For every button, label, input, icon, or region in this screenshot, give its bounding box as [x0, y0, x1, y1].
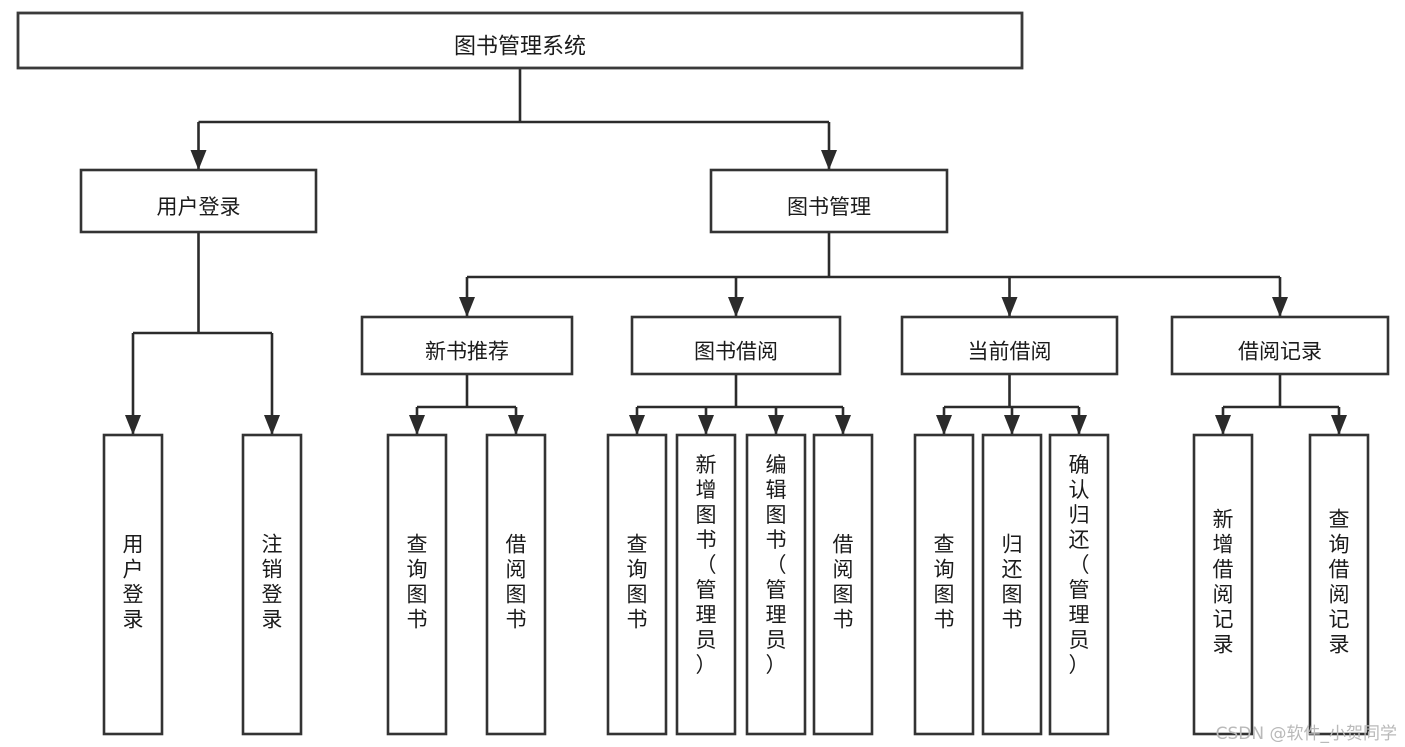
node-label-leaf-borrow-book-recommend: 借阅图书 [506, 533, 527, 632]
node-box-new-book-recommend [360, 315, 574, 376]
node-current-borrow[interactable]: 当前借阅 [900, 315, 1119, 376]
node-label-leaf-query-book-borrow: 查询图书 [627, 533, 648, 632]
node-label-leaf-add-book-admin: 新增图书（管理员） [696, 453, 717, 677]
node-label-leaf-logout-login: 注销登录 [262, 533, 283, 632]
node-box-leaf-borrow-book-recommend [485, 433, 547, 736]
connector-layer [125, 68, 1347, 435]
node-label-book-manage: 图书管理 [787, 195, 871, 219]
node-leaf-query-book-current[interactable]: 查询图书 [913, 433, 975, 736]
arrow-head-icon [1071, 415, 1087, 435]
arrow-head-icon [1272, 297, 1288, 317]
node-box-book-borrow [630, 315, 842, 376]
node-box-root [16, 11, 1024, 70]
node-leaf-query-borrow-record[interactable]: 查询借阅记录 [1308, 433, 1370, 736]
node-root[interactable]: 图书管理系统 [16, 11, 1024, 70]
arrow-head-icon [936, 415, 952, 435]
node-label-leaf-add-borrow-record: 新增借阅记录 [1213, 508, 1234, 657]
arrow-head-icon [125, 415, 141, 435]
node-label-leaf-edit-book-admin: 编辑图书（管理员） [766, 453, 787, 677]
node-box-leaf-query-book-current [913, 433, 975, 736]
node-label-current-borrow: 当前借阅 [968, 340, 1052, 364]
node-leaf-query-book-borrow[interactable]: 查询图书 [606, 433, 668, 736]
arrow-head-icon [1215, 415, 1231, 435]
node-label-root: 图书管理系统 [454, 35, 586, 60]
arrow-head-icon [698, 415, 714, 435]
arrow-head-icon [264, 415, 280, 435]
node-box-leaf-add-book-admin [675, 433, 737, 736]
node-leaf-add-book-admin[interactable]: 新增图书（管理员） [675, 433, 737, 736]
node-box-current-borrow [900, 315, 1119, 376]
node-box-leaf-logout-login [241, 433, 303, 736]
node-label-leaf-user-login: 用户登录 [123, 533, 144, 632]
node-new-book-recommend[interactable]: 新书推荐 [360, 315, 574, 376]
node-label-leaf-query-book-current: 查询图书 [934, 533, 955, 632]
node-box-leaf-confirm-return-admin [1048, 433, 1110, 736]
node-leaf-user-login[interactable]: 用户登录 [102, 433, 164, 736]
node-borrow-record[interactable]: 借阅记录 [1170, 315, 1390, 376]
node-label-leaf-query-book-recommend: 查询图书 [407, 533, 428, 632]
node-leaf-return-book[interactable]: 归还图书 [981, 433, 1043, 736]
node-box-user-login [79, 168, 318, 234]
node-label-borrow-record: 借阅记录 [1238, 340, 1322, 364]
arrow-head-icon [821, 150, 837, 170]
node-leaf-query-book-recommend[interactable]: 查询图书 [386, 433, 448, 736]
node-leaf-confirm-return-admin[interactable]: 确认归还（管理员） [1048, 433, 1110, 736]
node-leaf-add-borrow-record[interactable]: 新增借阅记录 [1192, 433, 1254, 736]
arrow-head-icon [835, 415, 851, 435]
arrow-head-icon [768, 415, 784, 435]
node-label-user-login: 用户登录 [157, 195, 241, 219]
arrow-head-icon [459, 297, 475, 317]
arrow-head-icon [1001, 297, 1018, 317]
node-box-leaf-return-book [981, 433, 1043, 736]
node-leaf-borrow-book-recommend[interactable]: 借阅图书 [485, 433, 547, 736]
node-label-leaf-confirm-return-admin: 确认归还（管理员） [1069, 453, 1090, 677]
node-box-book-manage [709, 168, 949, 234]
node-label-leaf-return-book: 归还图书 [1002, 533, 1023, 632]
node-box-leaf-query-book-borrow [606, 433, 668, 736]
node-leaf-edit-book-admin[interactable]: 编辑图书（管理员） [745, 433, 807, 736]
node-box-leaf-add-borrow-record [1192, 433, 1254, 736]
arrow-head-icon [409, 415, 425, 435]
arrow-head-icon [1331, 415, 1347, 435]
node-box-leaf-query-borrow-record [1308, 433, 1370, 736]
node-layer: 图书管理系统用户登录图书管理新书推荐图书借阅当前借阅借阅记录用户登录注销登录查询… [16, 11, 1390, 736]
node-label-book-borrow: 图书借阅 [694, 340, 778, 364]
node-box-leaf-query-book-recommend [386, 433, 448, 736]
node-book-manage[interactable]: 图书管理 [709, 168, 949, 234]
node-label-leaf-query-borrow-record: 查询借阅记录 [1329, 508, 1350, 657]
node-label-leaf-borrow-book: 借阅图书 [833, 533, 854, 632]
arrow-head-icon [629, 415, 645, 435]
node-box-leaf-edit-book-admin [745, 433, 807, 736]
node-box-leaf-user-login [102, 433, 164, 736]
arrow-head-icon [728, 297, 744, 317]
node-leaf-logout-login[interactable]: 注销登录 [241, 433, 303, 736]
node-box-leaf-borrow-book [812, 433, 874, 736]
node-label-new-book-recommend: 新书推荐 [425, 340, 509, 364]
arrow-head-icon [1004, 415, 1020, 435]
node-book-borrow[interactable]: 图书借阅 [630, 315, 842, 376]
node-box-borrow-record [1170, 315, 1390, 376]
arrow-head-icon [190, 150, 207, 170]
node-leaf-borrow-book[interactable]: 借阅图书 [812, 433, 874, 736]
node-user-login[interactable]: 用户登录 [79, 168, 318, 234]
csdn-watermark: CSDN @软件_小贺同学 [1215, 724, 1397, 744]
arrow-head-icon [508, 415, 524, 435]
